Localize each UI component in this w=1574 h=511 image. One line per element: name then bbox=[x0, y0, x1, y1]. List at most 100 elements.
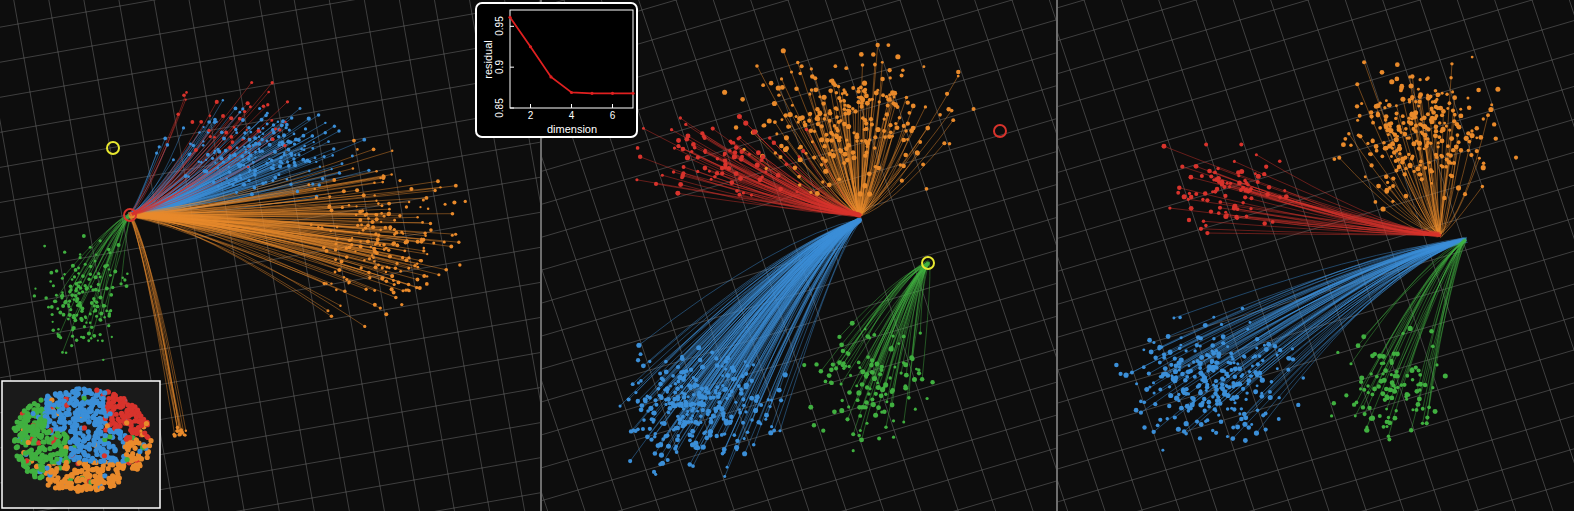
point bbox=[700, 387, 704, 391]
grid-line bbox=[0, 0, 314, 511]
point bbox=[95, 253, 97, 255]
point bbox=[422, 274, 426, 278]
fiber bbox=[860, 123, 895, 214]
point bbox=[710, 351, 714, 355]
point bbox=[372, 247, 376, 251]
point bbox=[404, 258, 408, 262]
point bbox=[654, 473, 657, 476]
point bbox=[367, 217, 370, 220]
point bbox=[272, 131, 276, 135]
point bbox=[336, 238, 338, 240]
point bbox=[189, 142, 192, 145]
point bbox=[108, 251, 111, 254]
point bbox=[74, 289, 78, 293]
point bbox=[424, 235, 426, 237]
point bbox=[360, 223, 363, 226]
point bbox=[860, 105, 864, 109]
point bbox=[217, 185, 220, 188]
point bbox=[784, 113, 788, 117]
point bbox=[216, 167, 219, 170]
point bbox=[421, 221, 424, 224]
grid-line bbox=[1044, 0, 1056, 511]
point bbox=[89, 313, 92, 316]
point bbox=[277, 135, 281, 139]
point bbox=[189, 152, 191, 154]
fiber bbox=[65, 214, 130, 303]
point bbox=[287, 148, 291, 152]
point bbox=[222, 136, 226, 140]
point bbox=[651, 411, 655, 415]
point bbox=[49, 280, 52, 283]
point bbox=[89, 265, 92, 268]
point bbox=[317, 183, 321, 187]
point bbox=[261, 150, 264, 153]
point bbox=[69, 308, 72, 311]
point bbox=[303, 145, 306, 148]
point bbox=[271, 179, 274, 182]
point bbox=[249, 154, 252, 157]
fiber bbox=[726, 221, 860, 421]
point bbox=[63, 273, 65, 275]
point bbox=[664, 403, 667, 406]
point bbox=[334, 271, 337, 274]
point bbox=[323, 282, 326, 285]
point bbox=[779, 398, 783, 402]
point bbox=[714, 389, 718, 393]
point bbox=[58, 311, 62, 315]
point bbox=[78, 292, 81, 295]
point bbox=[243, 146, 245, 148]
point bbox=[690, 409, 694, 413]
point bbox=[93, 260, 96, 263]
point bbox=[82, 336, 85, 339]
grid-line bbox=[542, 350, 1056, 511]
grid-line bbox=[942, 0, 1056, 511]
fiber bbox=[743, 220, 860, 399]
grid-line bbox=[542, 0, 930, 511]
point bbox=[315, 196, 318, 199]
fiber bbox=[706, 219, 861, 388]
point bbox=[70, 293, 74, 297]
point bbox=[55, 300, 58, 303]
point bbox=[886, 103, 890, 107]
point bbox=[373, 303, 377, 307]
point bbox=[237, 163, 241, 167]
fiber bbox=[860, 263, 928, 431]
point bbox=[878, 100, 881, 103]
point bbox=[87, 278, 90, 281]
point bbox=[359, 240, 361, 242]
point bbox=[735, 439, 739, 443]
point bbox=[653, 435, 657, 439]
point bbox=[387, 249, 390, 252]
point bbox=[324, 131, 327, 134]
point bbox=[303, 149, 305, 151]
point bbox=[637, 381, 640, 384]
point bbox=[76, 305, 78, 307]
fiber bbox=[129, 216, 390, 257]
fiber bbox=[698, 157, 860, 215]
point bbox=[158, 145, 161, 148]
point bbox=[393, 219, 396, 222]
point bbox=[658, 394, 661, 397]
point bbox=[68, 313, 72, 317]
point bbox=[56, 307, 59, 310]
point bbox=[219, 156, 223, 160]
point bbox=[234, 106, 238, 110]
point bbox=[123, 278, 126, 281]
point bbox=[659, 452, 664, 457]
point bbox=[371, 225, 375, 229]
point bbox=[352, 167, 354, 169]
point bbox=[691, 415, 694, 418]
point bbox=[429, 228, 433, 232]
point bbox=[286, 178, 289, 181]
fiber bbox=[676, 220, 860, 428]
point bbox=[690, 429, 695, 434]
point bbox=[452, 200, 456, 204]
point bbox=[68, 290, 72, 294]
point bbox=[176, 112, 180, 116]
point bbox=[374, 265, 378, 269]
point bbox=[231, 140, 235, 144]
point bbox=[360, 266, 363, 269]
grid-line bbox=[542, 0, 1056, 511]
point bbox=[698, 358, 703, 363]
